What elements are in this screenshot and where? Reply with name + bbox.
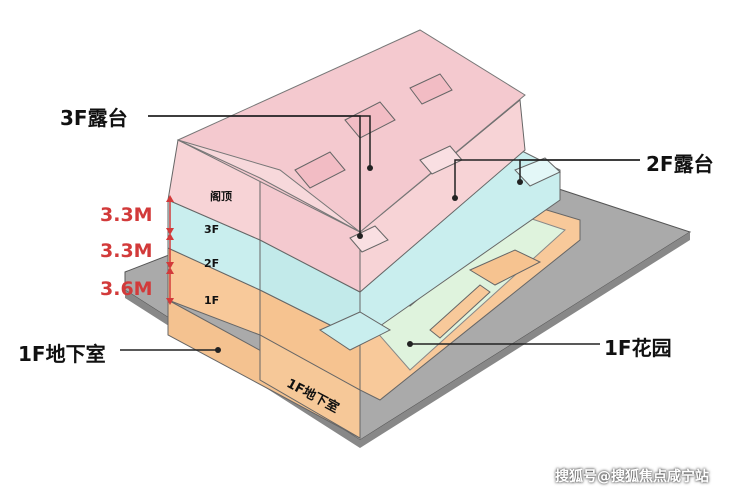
terrace-2f-label: 2F露台 [646,152,714,176]
garden-terrace-box [318,311,392,351]
leader-dots [215,165,523,353]
floor-3f-label: 3F [204,223,220,236]
watermark: 搜狐号@搜狐焦点咸宁站 [555,469,709,485]
f2-height-label: 3.6M [100,278,153,300]
leader-lines [120,115,640,351]
dormer-1 [294,151,346,189]
dimension-arrowheads [166,195,174,305]
terrace-3f-label: 3F露台 [60,106,128,130]
garden-1f-label: 1F花园 [604,336,672,360]
garden-inner-box [468,249,542,286]
garden-partition-2 [429,284,491,339]
floor-attic-label: 阁顶 [210,190,232,203]
dormer-3 [409,73,453,105]
terrace-3f-notch-1 [349,225,389,253]
f3-height-label: 3.3M [100,240,153,262]
terrace-2f-box [514,157,561,187]
floor-2f-label: 2F [204,257,220,270]
attic-height-label: 3.3M [100,204,153,226]
floor-1f-label: 1F [204,294,220,307]
basement-1f-label: 1F地下室 [18,342,106,366]
